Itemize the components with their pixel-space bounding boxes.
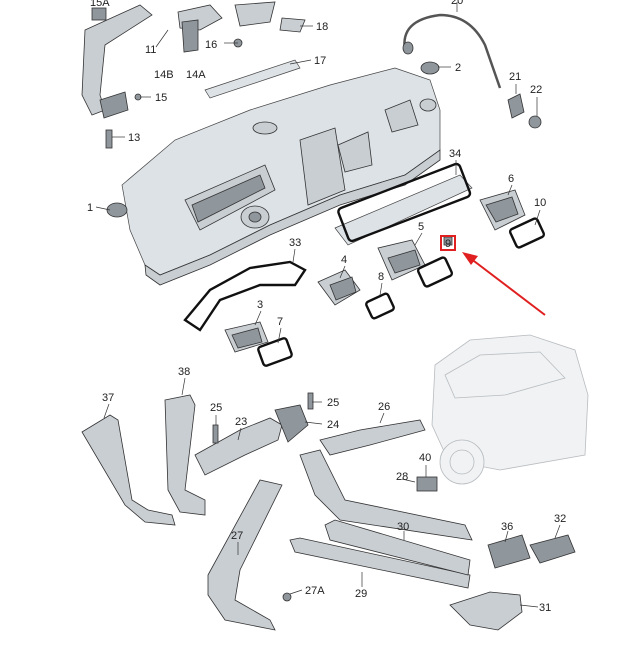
callout-33: 33 bbox=[289, 237, 301, 249]
callout-27a: 27A bbox=[305, 585, 325, 597]
washer-hose-group bbox=[402, 13, 542, 129]
callout-23: 23 bbox=[235, 416, 247, 428]
callout-10: 10 bbox=[534, 197, 546, 209]
callout-1: 1 bbox=[87, 202, 93, 214]
vehicle-outline bbox=[431, 334, 589, 485]
callout-5: 5 bbox=[418, 221, 424, 233]
callout-8: 8 bbox=[378, 271, 384, 283]
highlight-box-part-9 bbox=[440, 235, 456, 251]
callout-15a: 15A bbox=[90, 0, 110, 9]
callout-29: 29 bbox=[355, 588, 367, 600]
callout-25-left: 25 bbox=[210, 402, 222, 414]
callout-18: 18 bbox=[316, 21, 328, 33]
callout-40: 40 bbox=[419, 452, 431, 464]
callout-labels: 15A 11 14B 14A 16 18 17 15 13 1 20 2 21 … bbox=[87, 0, 566, 614]
callout-14a: 14A bbox=[186, 69, 206, 81]
callout-20: 20 bbox=[451, 0, 463, 7]
leader-lines bbox=[95, 2, 561, 608]
callout-24: 24 bbox=[327, 419, 339, 431]
callout-30: 30 bbox=[397, 521, 409, 533]
callout-9: 9 bbox=[445, 238, 451, 250]
upper-left-duct bbox=[81, 1, 306, 218]
middle-vents-and-seals bbox=[183, 162, 546, 367]
callout-34: 34 bbox=[449, 148, 461, 160]
callout-26: 26 bbox=[378, 401, 390, 413]
callout-38: 38 bbox=[178, 366, 190, 378]
highlight-arrow bbox=[462, 252, 546, 316]
callout-7: 7 bbox=[277, 316, 283, 328]
callout-15: 15 bbox=[155, 92, 167, 104]
callout-22: 22 bbox=[530, 84, 542, 96]
callout-2: 2 bbox=[455, 62, 461, 74]
dashboard-panel bbox=[121, 67, 441, 286]
callout-28: 28 bbox=[396, 471, 408, 483]
callout-13: 13 bbox=[128, 132, 140, 144]
callout-4: 4 bbox=[341, 254, 347, 266]
callout-37: 37 bbox=[102, 392, 114, 404]
callout-25-right: 25 bbox=[327, 397, 339, 409]
callout-27: 27 bbox=[231, 530, 243, 542]
callout-3: 3 bbox=[257, 299, 263, 311]
callout-14b: 14B bbox=[154, 69, 174, 81]
callout-36: 36 bbox=[501, 521, 513, 533]
callout-17: 17 bbox=[314, 55, 326, 67]
callout-32: 32 bbox=[554, 513, 566, 525]
callout-11: 11 bbox=[145, 44, 156, 56]
callout-16: 16 bbox=[205, 39, 217, 51]
callout-31: 31 bbox=[539, 602, 551, 614]
callout-6: 6 bbox=[508, 173, 514, 185]
callout-21: 21 bbox=[509, 71, 521, 83]
lower-ducts bbox=[81, 392, 576, 631]
